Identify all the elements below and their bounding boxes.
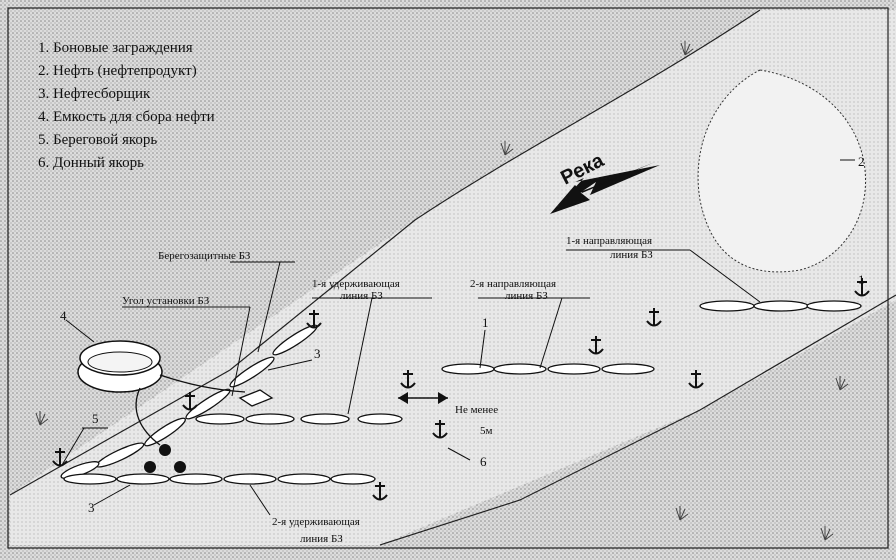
hose bbox=[135, 387, 161, 446]
river-area bbox=[10, 10, 896, 545]
near-shore-line bbox=[9, 9, 761, 496]
callout-6: 6 bbox=[480, 454, 487, 469]
label-min-b: 5м bbox=[480, 425, 493, 437]
label-guide1-b: линия БЗ bbox=[610, 249, 653, 261]
callout-5: 5 bbox=[92, 411, 99, 426]
boom-line-guide-2 bbox=[441, 363, 655, 375]
legend-item-1: 1. Боновые заграждения bbox=[38, 40, 193, 56]
callout-3b: 3 bbox=[88, 500, 95, 515]
callout-1: 1 bbox=[482, 315, 489, 330]
label-hold2-a: 2-я удерживающая bbox=[272, 516, 360, 528]
far-shore-line bbox=[379, 294, 896, 546]
label-guide1-a: 1-я направляющая bbox=[566, 235, 652, 247]
oil-spill bbox=[697, 69, 867, 273]
label-hold1-b: линия БЗ bbox=[340, 290, 383, 302]
label-guide2-a: 2-я направляющая bbox=[470, 278, 556, 290]
callout-3: 3 bbox=[314, 346, 321, 361]
legend-item-3: 3. Нефтесборщик bbox=[38, 86, 151, 102]
label-shore-bz: Берегозащитные БЗ bbox=[158, 250, 251, 262]
label-guide2-b: линия БЗ bbox=[505, 290, 548, 302]
hose bbox=[159, 374, 246, 393]
legend-item-5: 5. Береговой якорь bbox=[38, 132, 157, 148]
callout-2: 2 bbox=[858, 154, 865, 169]
arrow-head-right bbox=[438, 392, 448, 404]
boom-line-hold-1 bbox=[195, 413, 403, 425]
skimmer bbox=[238, 389, 274, 407]
legend-item-4: 4. Емкость для сбора нефти bbox=[38, 109, 215, 125]
storage-tank bbox=[77, 340, 163, 393]
callout-1b: 1 bbox=[858, 272, 865, 287]
legend-item-2: 2. Нефть (нефтепродукт) bbox=[38, 63, 197, 79]
label-hold1-a: 1-я удерживающая bbox=[312, 278, 400, 290]
boom-line-hold-2 bbox=[63, 473, 376, 485]
flow-arrow-head bbox=[550, 162, 655, 214]
legend: 1. Боновые заграждения 2. Нефть (нефтепр… bbox=[38, 40, 215, 171]
boom-line-guide-1 bbox=[699, 300, 862, 312]
callout-4: 4 bbox=[60, 308, 67, 323]
oil-blob bbox=[159, 444, 171, 456]
arrow-head-left bbox=[398, 392, 408, 404]
label-angle: Угол установки БЗ bbox=[122, 295, 210, 307]
leader-lines bbox=[61, 159, 855, 516]
frame bbox=[7, 7, 889, 549]
oil-blob bbox=[174, 461, 186, 473]
label-min-a: Не менее bbox=[455, 404, 498, 416]
legend-item-6: 6. Донный якорь bbox=[38, 155, 144, 171]
oil-blob bbox=[144, 461, 156, 473]
label-hold2-b: линия БЗ bbox=[300, 533, 343, 545]
boom-line-shore bbox=[60, 324, 318, 479]
